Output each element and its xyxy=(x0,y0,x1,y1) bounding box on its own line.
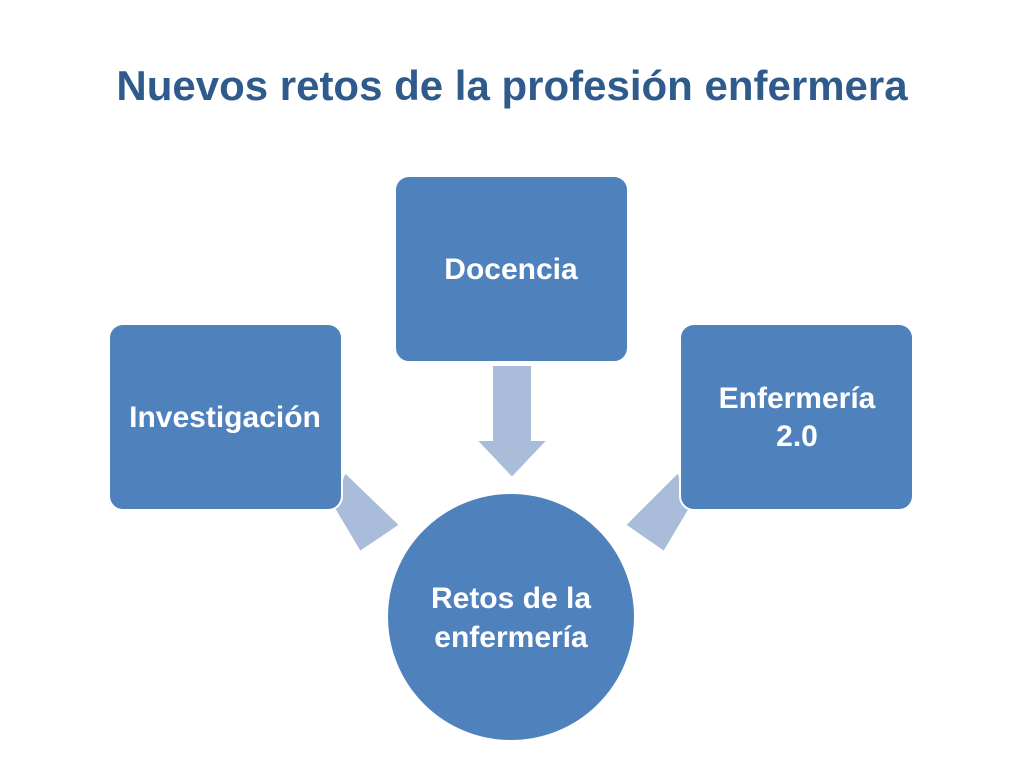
label-center-line1: Retos de la xyxy=(431,582,591,615)
label-enfermeria20-line1: Enfermería xyxy=(719,382,876,415)
label-center-line2: enfermería xyxy=(434,621,588,654)
slide-title: Nuevos retos de la profesión enfermera xyxy=(116,62,908,109)
label-investigacion: Investigación xyxy=(129,401,321,434)
node-center-circle xyxy=(386,492,636,742)
label-docencia: Docencia xyxy=(444,253,578,286)
arrow-docencia-to-center xyxy=(473,364,551,480)
node-investigacion xyxy=(108,323,343,511)
label-enfermeria20-line2: 2.0 xyxy=(776,420,818,453)
node-docencia xyxy=(394,175,629,363)
node-enfermeria20 xyxy=(679,323,914,511)
